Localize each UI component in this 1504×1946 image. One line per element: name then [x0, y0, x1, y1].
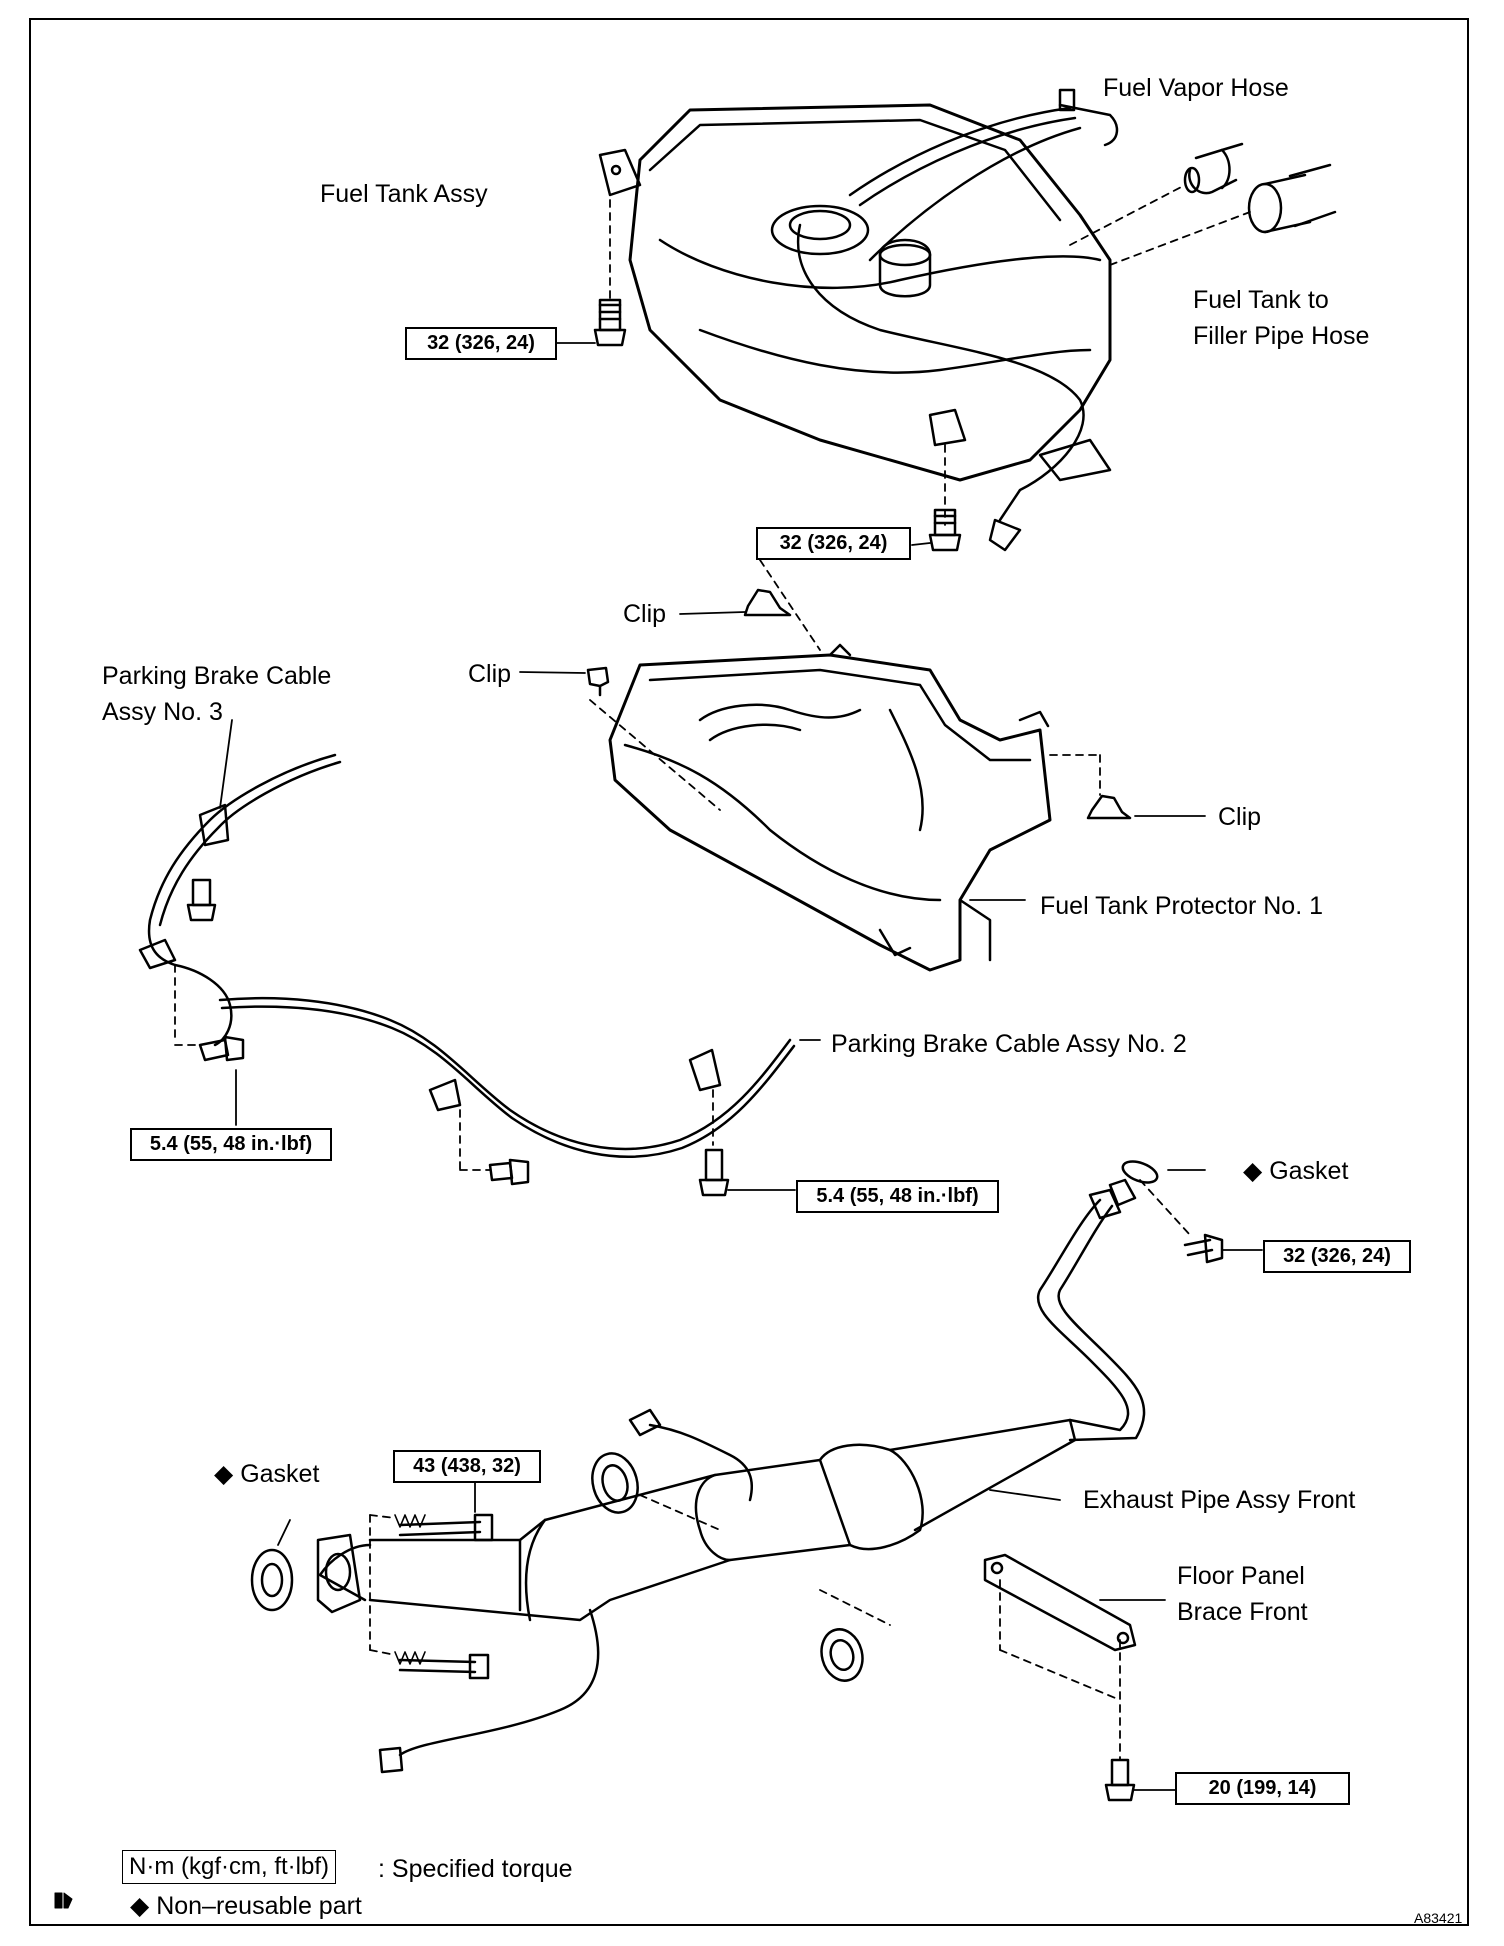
springs-drawing — [394, 1514, 426, 1665]
figure-code: A83421 — [1414, 1910, 1463, 1926]
gasket-front-drawing — [250, 1548, 294, 1612]
label-pbc2: Parking Brake Cable Assy No. 2 — [831, 1030, 1187, 1058]
hint-icon — [54, 1892, 73, 1909]
non-reusable-icon: ◆ — [130, 1892, 150, 1920]
label-clip-left: Clip — [468, 660, 512, 688]
floor-brace-drawing — [983, 1553, 1137, 1652]
label-brace-line1: Floor Panel — [1177, 1562, 1305, 1590]
label-clip-right: Clip — [1218, 803, 1262, 831]
clip-right-drawing — [1086, 794, 1132, 820]
clip-left-drawing — [586, 666, 610, 697]
bolt-tank-bottom — [928, 508, 962, 552]
bolt-pbc3-upper — [186, 878, 217, 922]
exhaust-bolts-drawing — [398, 1233, 1224, 1680]
torque-brace: 20 (199, 14) — [1175, 1772, 1350, 1805]
bolt-pbc2-right — [698, 1148, 730, 1197]
parking-brake-cable-no2-drawing — [218, 996, 796, 1158]
torque-pbc2-bolt: 5.4 (55, 48 in.·lbf) — [796, 1180, 999, 1213]
exhaust-pipe-drawing — [318, 1188, 1146, 1774]
bolt-pbc3-lower — [198, 1035, 245, 1062]
label-gasket-front: ◆ Gasket — [214, 1460, 320, 1488]
label-pbc3-line1: Parking Brake Cable — [102, 662, 332, 690]
torque-exhaust-front: 43 (438, 32) — [393, 1450, 541, 1483]
torque-pbc3-bolt: 5.4 (55, 48 in.·lbf) — [130, 1128, 332, 1161]
label-filler-hose-line2: Filler Pipe Hose — [1193, 322, 1370, 350]
legend-non-reusable: ◆ Non–reusable part — [130, 1892, 362, 1920]
exhaust-hangers-drawing — [591, 1452, 864, 1682]
label-exhaust-pipe: Exhaust Pipe Assy Front — [1083, 1486, 1356, 1514]
label-pbc3-line2: Assy No. 3 — [102, 698, 223, 726]
label-filler-hose-line1: Fuel Tank to — [1193, 286, 1329, 314]
label-fuel-vapor-hose: Fuel Vapor Hose — [1103, 74, 1289, 102]
label-clip-top: Clip — [623, 600, 667, 628]
non-reusable-icon: ◆ — [1243, 1157, 1263, 1185]
fuel-tank-drawing — [598, 88, 1119, 552]
filler-pipe-hose-drawing — [1247, 163, 1337, 234]
bolt-pbc2-left — [488, 1158, 530, 1186]
fuel-vapor-hose-drawing — [1183, 142, 1244, 195]
label-gasket-rear: ◆ Gasket — [1243, 1157, 1349, 1185]
legend-torque-unit: N·m (kgf·cm, ft·lbf) — [122, 1850, 336, 1884]
legend-torque-desc: : Specified torque — [378, 1855, 573, 1883]
bolt-brace — [1104, 1758, 1136, 1802]
fuel-tank-protector-drawing — [608, 643, 1052, 972]
o2-sensor-upper-drawing — [628, 1408, 754, 1502]
bolt-tank-left — [593, 298, 627, 347]
label-fuel-tank-protector: Fuel Tank Protector No. 1 — [1040, 892, 1324, 920]
clip-top-drawing — [743, 588, 792, 617]
gasket-rear-drawing — [1108, 1160, 1159, 1207]
torque-tank-bottom: 32 (326, 24) — [756, 527, 911, 560]
torque-exhaust-rear: 32 (326, 24) — [1263, 1240, 1411, 1273]
diagram-frame — [29, 18, 1469, 1926]
torque-tank-left: 32 (326, 24) — [405, 327, 557, 360]
label-brace-line2: Brace Front — [1177, 1598, 1308, 1626]
label-fuel-tank-assy: Fuel Tank Assy — [320, 180, 488, 208]
exhaust-flange-drawing — [316, 1533, 362, 1614]
non-reusable-icon: ◆ — [214, 1460, 234, 1488]
